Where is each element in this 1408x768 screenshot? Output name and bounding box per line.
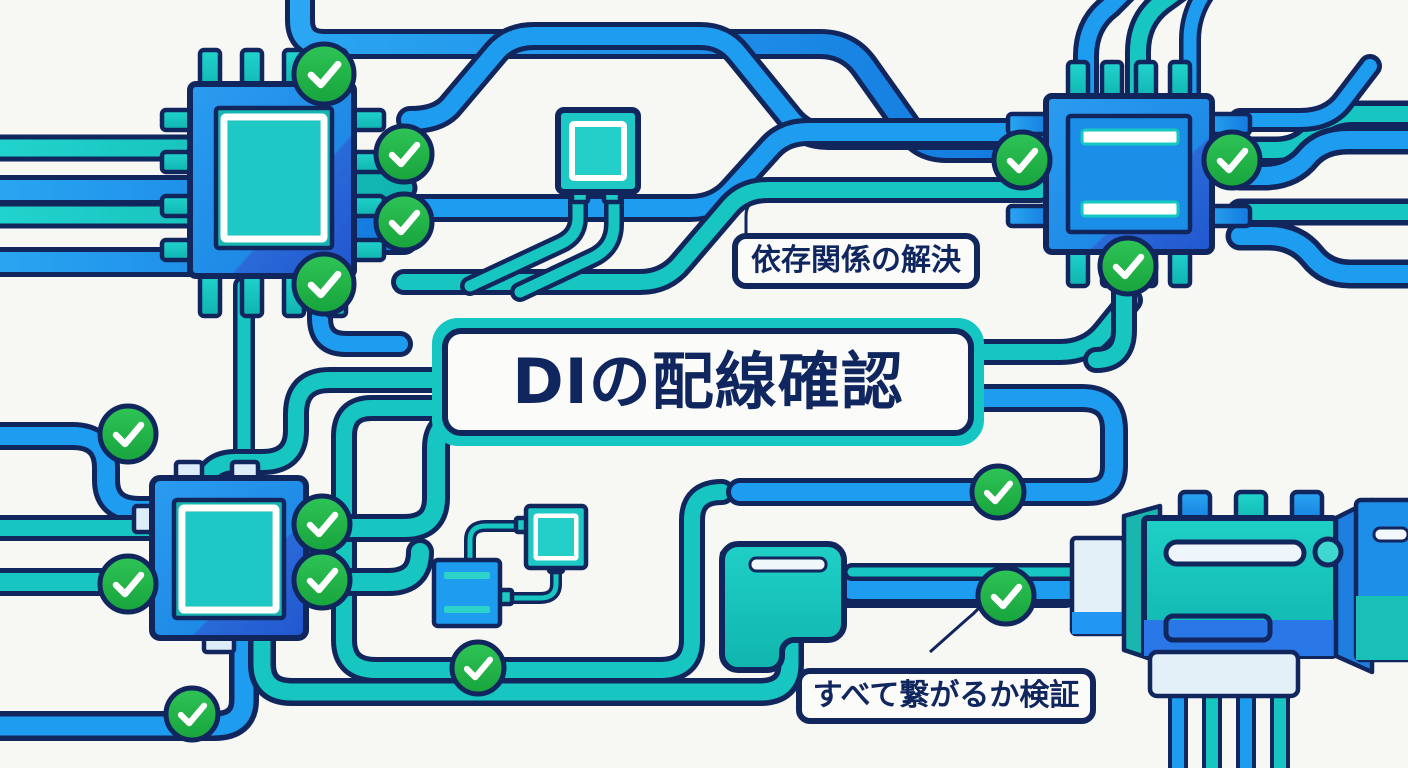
connector-plug <box>719 541 847 673</box>
connection-verified-check-icon <box>449 639 507 697</box>
small-module-pair <box>431 503 589 629</box>
connection-verified-check-icon <box>291 493 353 555</box>
processor-chip-lower <box>131 459 309 655</box>
connection-verified-check-icon <box>991 129 1053 191</box>
connection-verified-check-icon <box>97 553 159 615</box>
connection-verified-check-icon <box>373 191 435 253</box>
connection-verified-check-icon <box>975 565 1037 627</box>
small-module-top <box>555 107 641 205</box>
connection-verified-check-icon <box>969 463 1027 521</box>
processor-chip-large <box>159 47 387 319</box>
connection-verified-check-icon <box>1097 235 1159 297</box>
connection-verified-check-icon <box>373 123 435 185</box>
connection-verified-check-icon <box>163 685 221 743</box>
connection-verified-check-icon <box>291 549 353 611</box>
connection-verified-check-icon <box>291 41 357 107</box>
connection-verified-check-icon <box>97 403 159 465</box>
connector-device <box>1069 489 1408 699</box>
connection-verified-check-icon <box>291 251 357 317</box>
connection-verified-check-icon <box>1201 129 1263 191</box>
check-marker-group <box>97 41 1263 743</box>
